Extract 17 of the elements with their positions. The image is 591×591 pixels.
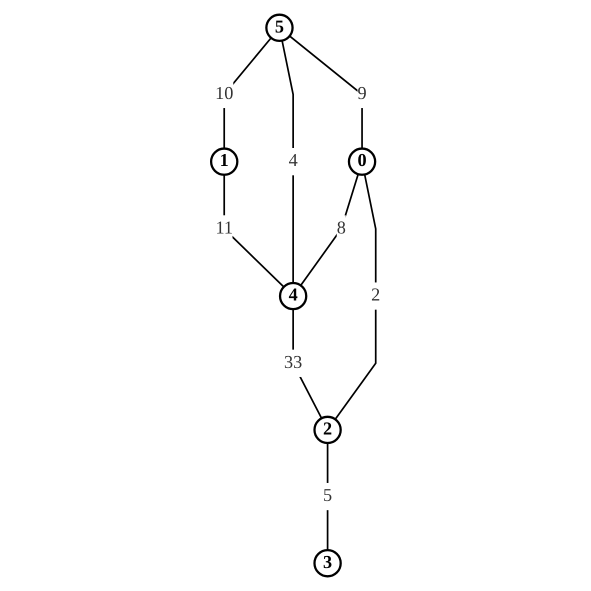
edge-label: 33 — [284, 353, 302, 372]
node-circle: 4 — [278, 282, 308, 310]
connector — [334, 174, 376, 420]
edge-label: 11 — [215, 218, 233, 238]
connector — [281, 40, 294, 283]
node-circle: 2 — [313, 416, 342, 444]
connector — [300, 174, 359, 286]
edge-label: 2 — [370, 286, 380, 306]
edge-label: 10 — [214, 84, 234, 104]
node-circle: 1 — [210, 147, 238, 176]
edge-label: 5 — [322, 486, 332, 506]
node-circle: 3 — [313, 548, 342, 578]
edge-label: 4 — [288, 151, 298, 171]
node-circle: 5 — [265, 14, 294, 42]
edge-label: 8 — [336, 218, 346, 238]
edge-label: 9 — [357, 84, 366, 104]
node-circle: 0 — [348, 147, 376, 176]
